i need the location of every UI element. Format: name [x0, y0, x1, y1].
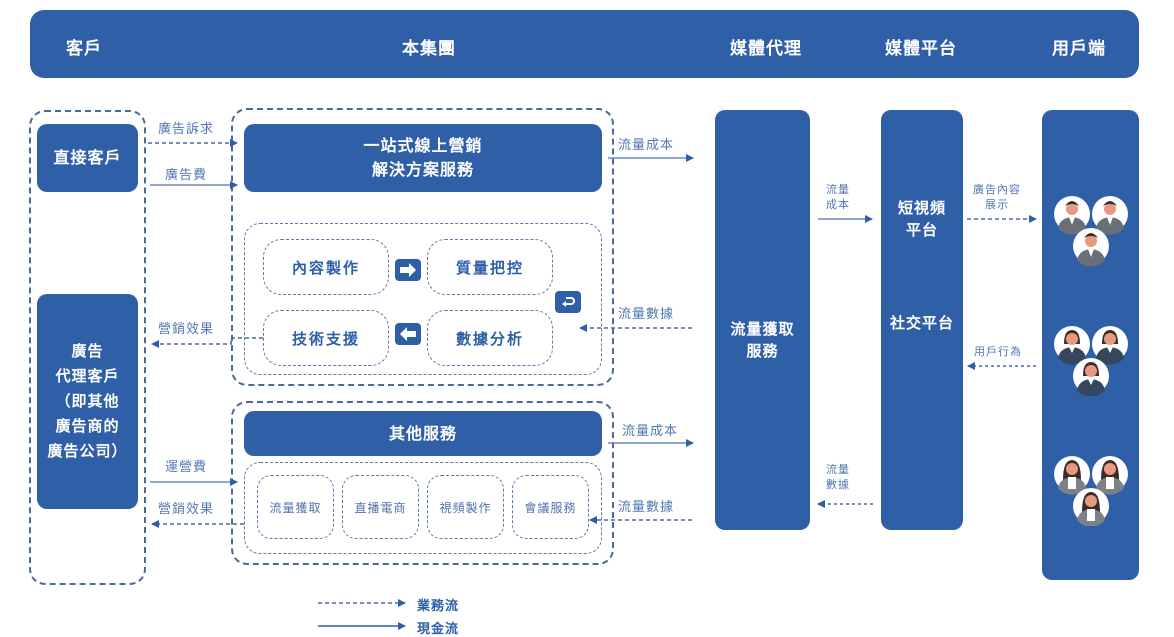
media-agency-line: 流量獲取	[730, 320, 795, 338]
direct-client-label: 直接客戶	[53, 148, 122, 167]
clients-container	[29, 110, 146, 585]
label-marketing-effect-1: 營銷效果	[158, 322, 215, 337]
other-item-live-commerce: 直播電商	[342, 475, 419, 539]
other-item-conference-service: 會議服務	[512, 475, 589, 539]
header-group: 本集團	[402, 39, 456, 59]
main-service-line: 解決方案服務	[371, 160, 474, 179]
label-traffic-cost-2: 流量成本	[622, 424, 679, 439]
media-platform-box: 短視頻 平台 社交平台	[881, 110, 963, 530]
other-item-label: 流量獲取	[269, 500, 322, 515]
user-group-icon	[1054, 326, 1128, 396]
user-group-icon	[1054, 196, 1128, 266]
label-line: 流量	[826, 463, 850, 476]
label-marketing-effect-2: 營銷效果	[158, 502, 215, 517]
label-ad-display: 廣告內容 展示	[973, 182, 1021, 212]
short-video-line: 短視頻	[897, 199, 946, 217]
other-item-label: 直播電商	[354, 500, 407, 515]
other-item-video-production: 視頻製作	[427, 475, 504, 539]
label-line: 展示	[985, 198, 1009, 211]
step-label: 數據分析	[455, 329, 524, 348]
direct-client-box: 直接客戶	[37, 124, 138, 192]
label-traffic-cost-1: 流量成本	[618, 138, 675, 153]
agency-client-line: 廣告商的	[55, 417, 120, 435]
header-media-agency: 媒體代理	[730, 39, 802, 59]
agency-client-box: 廣告 代理客戶 （即其他 廣告商的 廣告公司）	[37, 294, 138, 509]
other-item-label: 會議服務	[524, 500, 577, 515]
step-label: 技術支援	[291, 329, 360, 348]
arrow-right-icon	[395, 259, 421, 281]
arrow-left-icon	[395, 323, 421, 345]
agency-client-line: （即其他	[55, 392, 120, 410]
step-label: 內容製作	[291, 258, 360, 277]
label-ad-fee: 廣告費	[165, 168, 208, 183]
label-user-behavior: 用戶行為	[974, 345, 1022, 358]
other-service-box: 其他服務	[244, 411, 602, 456]
media-agency-box: 流量獲取 服務	[715, 110, 810, 530]
header-bar: 客戶 本集團 媒體代理 媒體平台 用戶端	[30, 10, 1139, 78]
other-items-container	[244, 462, 602, 554]
return-loop-icon	[555, 291, 581, 313]
other-item-label: 視頻製作	[439, 500, 492, 515]
label-line: 廣告內容	[973, 183, 1021, 196]
label-traffic-cost-3: 流量 成本	[826, 182, 850, 212]
agency-client-line: 廣告公司）	[47, 442, 128, 460]
social-platform-label: 社交平台	[889, 314, 954, 332]
other-service-label: 其他服務	[388, 423, 457, 443]
header-clients: 客戶	[66, 39, 102, 59]
other-item-traffic-acquisition: 流量獲取	[257, 475, 334, 539]
label-traffic-data-2: 流量數據	[618, 500, 675, 515]
label-traffic-data-3: 流量 數據	[826, 462, 850, 492]
header-media-platform: 媒體平台	[885, 39, 957, 59]
step-label: 質量把控	[455, 258, 524, 277]
legend-cash-flow: 現金流	[417, 622, 460, 637]
main-service-container	[231, 108, 614, 386]
label-line: 成本	[826, 198, 850, 211]
step-content-production: 內容製作	[263, 239, 389, 295]
label-line: 數據	[826, 478, 850, 491]
agency-client-line: 代理客戶	[55, 367, 120, 385]
step-data-analysis: 數據分析	[427, 310, 553, 366]
user-group-icon	[1054, 456, 1128, 526]
process-container	[244, 223, 602, 375]
label-ad-demand: 廣告訴求	[158, 122, 215, 137]
short-video-line: 平台	[905, 221, 938, 239]
step-quality-control: 質量把控	[427, 239, 553, 295]
header-user-end: 用戶端	[1052, 39, 1106, 59]
main-service-line: 一站式線上營銷	[363, 136, 483, 155]
one-stop-marketing-box: 一站式線上營銷 解決方案服務	[244, 124, 602, 192]
step-tech-support: 技術支援	[263, 310, 389, 366]
label-service-fee: 運營費	[165, 460, 208, 475]
legend-business-flow: 業務流	[417, 599, 460, 614]
label-line: 流量	[826, 183, 850, 196]
label-traffic-data-1: 流量數據	[618, 307, 675, 322]
user-end-box	[1042, 110, 1139, 580]
agency-client-line: 廣告	[71, 342, 104, 360]
media-agency-line: 服務	[746, 342, 779, 360]
